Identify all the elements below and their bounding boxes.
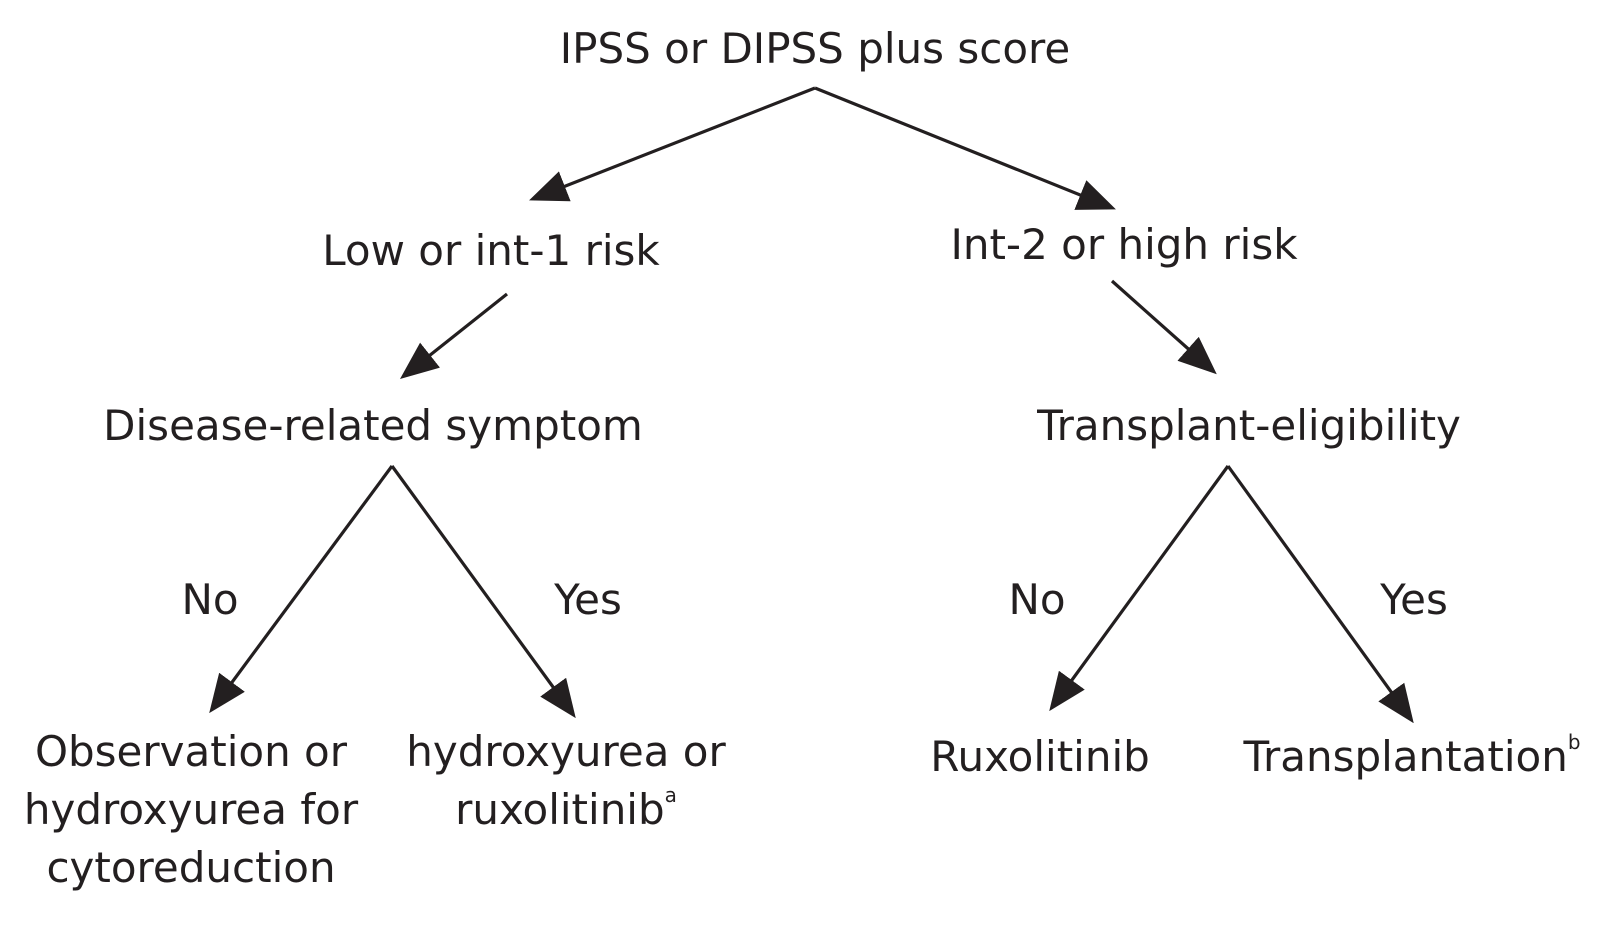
arrow-transplant-no [1049,465,1230,712]
arrow-symptom-no [209,465,394,714]
transplantation-label: Transplantation [1243,732,1568,781]
arrow-symptom-yes [390,465,576,719]
observation-line-1: Observation or [34,727,348,776]
transplant-no-label: No [1008,575,1066,624]
ruxolitinib-outcome-node: Ruxolitinib [930,732,1150,781]
symptom-question-node: Disease-related symptom [103,401,643,450]
arrow-transplant-yes [1226,465,1414,724]
arrow-root-to-low-risk [529,86,816,202]
hydroxyurea-line-2: ruxolitinib [455,785,665,834]
hydroxyurea-line-2-wrap: ruxolitiniba [406,781,725,839]
arrow-high-risk-to-transplant [1110,279,1217,375]
arrow-low-risk-to-symptom [399,292,508,379]
transplant-yes-label: Yes [1380,575,1448,624]
transplantation-outcome-node: Transplantationb [1243,728,1580,786]
observation-outcome-node: Observation or hydroxyurea for cytoreduc… [24,723,358,897]
symptom-no-label: No [181,575,239,624]
hydroxyurea-outcome-node: hydroxyurea or ruxolitiniba [406,723,725,839]
symptom-yes-label: Yes [554,575,622,624]
footnote-a-marker: a [664,783,677,807]
high-risk-node: Int-2 or high risk [950,220,1298,269]
arrow-root-to-high-risk [814,86,1116,210]
low-risk-node: Low or int-1 risk [322,226,660,275]
observation-line-3: cytoreduction [46,843,336,892]
transplant-question-node: Transplant-eligibility [1037,401,1461,450]
footnote-b-marker: b [1567,730,1581,754]
root-node: IPSS or DIPSS plus score [559,24,1071,73]
hydroxyurea-line-1: hydroxyurea or [406,727,726,776]
observation-line-2: hydroxyurea for [23,785,359,834]
